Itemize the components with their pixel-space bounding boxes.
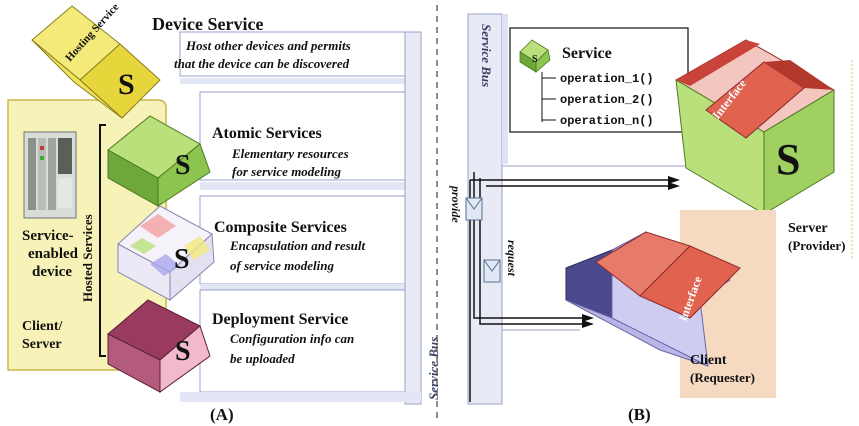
provide-label: provide xyxy=(449,185,463,223)
caption-a: (A) xyxy=(210,405,234,424)
composite-services-desc1: Encapsulation and result xyxy=(229,238,365,253)
client-server-line2: Server xyxy=(22,337,62,352)
device-label-line1: Service- xyxy=(22,228,74,244)
deployment-service-title: Deployment Service xyxy=(212,311,348,328)
atomic-services-title: Atomic Services xyxy=(212,125,322,142)
deployment-service-letter: S xyxy=(175,336,191,367)
request-arrowhead-2 xyxy=(582,320,594,328)
device-service-desc2: that the device can be discovered xyxy=(174,56,350,71)
server-label-line1: Server xyxy=(788,221,828,236)
client-label-line2: (Requester) xyxy=(690,370,755,385)
provide-arrowhead-2 xyxy=(668,182,680,190)
legend-operation-1: operation_1() xyxy=(560,72,654,86)
legend-operation-2: operation_2() xyxy=(560,93,654,107)
device-service-title: Device Service xyxy=(152,14,263,34)
atomic-service-letter: S xyxy=(175,150,191,181)
server-cube xyxy=(675,39,835,215)
request-arrowhead xyxy=(582,314,594,322)
request-envelope-icon xyxy=(483,259,501,283)
service-bus-panels xyxy=(179,31,422,405)
device-label-line2: enabled xyxy=(28,246,79,262)
device-service-desc1: Host other devices and permits xyxy=(185,38,351,53)
client-label-line1: Client xyxy=(690,353,727,368)
caption-b: (B) xyxy=(628,405,651,424)
device-label-line3: device xyxy=(32,264,72,280)
legend-operation-n: operation_n() xyxy=(560,114,654,128)
legend-letter: S xyxy=(532,54,538,65)
server-letter: S xyxy=(776,135,800,184)
client-shape xyxy=(565,231,741,367)
service-bus-label-b: Service Bus xyxy=(479,24,494,87)
provide-envelope-icon xyxy=(465,197,483,221)
composite-service-letter: S xyxy=(174,244,190,275)
atomic-services-desc2: for service modeling xyxy=(232,164,342,179)
atomic-services-desc1: Elementary resources xyxy=(231,146,349,161)
device-service-letter: S xyxy=(118,68,135,101)
composite-services-title: Composite Services xyxy=(214,219,347,236)
plc-device-icon xyxy=(23,131,77,219)
server-label-line2: (Provider) xyxy=(788,238,846,253)
atomic-service-cube xyxy=(107,115,211,207)
composite-service-cube xyxy=(117,205,215,302)
legend-cube-icon xyxy=(519,39,551,73)
client-server-line1: Client/ xyxy=(22,319,64,334)
hosting-service-cube xyxy=(31,5,161,119)
service-bus-label-a: Service Bus xyxy=(426,337,441,400)
hosted-services-bracket xyxy=(99,124,106,357)
hosted-services-label: Hosted Services xyxy=(80,214,95,302)
request-label: request xyxy=(505,240,519,277)
deployment-service-cube xyxy=(107,299,211,393)
deployment-service-desc1: Configuration info can xyxy=(230,331,354,346)
composite-services-desc2: of service modeling xyxy=(230,258,334,273)
legend-title: Service xyxy=(562,45,612,62)
provide-arrowhead xyxy=(668,176,680,184)
deployment-service-desc2: be uploaded xyxy=(230,351,295,366)
